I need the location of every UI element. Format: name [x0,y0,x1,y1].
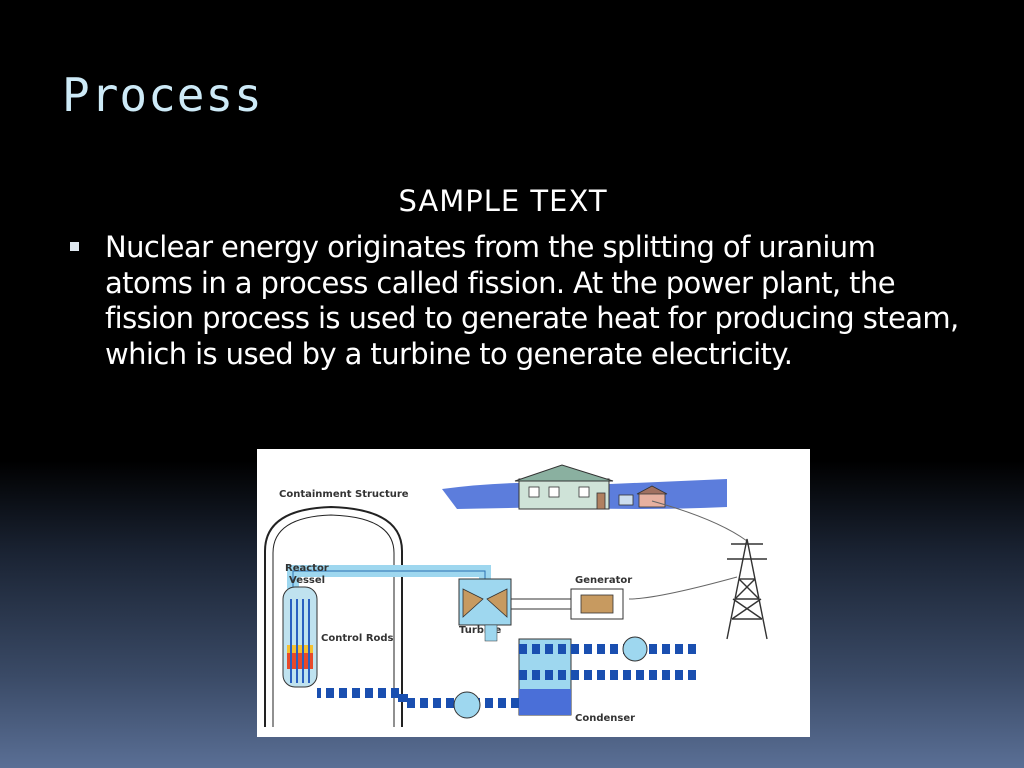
generator [570,588,624,620]
condenser [518,638,697,716]
containment-structure [264,505,403,727]
power-line [651,500,748,542]
slide-title: Process [62,68,263,122]
reactor-label-2: Vessel [289,575,325,586]
reactor-label-1: Reactor [285,563,329,574]
transmission-tower-icon [726,538,768,640]
feedwater-pump [453,691,481,719]
control-rods-label: Control Rods [321,633,394,644]
small-house-icon [618,485,668,508]
nuclear-plant-diagram: Containment Structure Reactor Vessel Con… [257,449,810,737]
condenser-label: Condenser [575,713,635,724]
bullet-text: Nuclear energy originates from the split… [105,230,959,371]
turbine-label: Turbine [459,625,501,636]
generator-label: Generator [575,575,632,586]
turbine [458,578,512,626]
containment-label: Containment Structure [279,489,409,500]
cooling-pump [622,636,648,662]
bullet-item: Nuclear energy originates from the split… [64,230,964,372]
reactor-vessel [282,586,318,688]
slide-subtitle: SAMPLE TEXT [398,184,608,218]
bullet-square-icon [70,242,79,251]
house-icon [514,464,614,510]
feedwater-pipe [317,688,519,708]
